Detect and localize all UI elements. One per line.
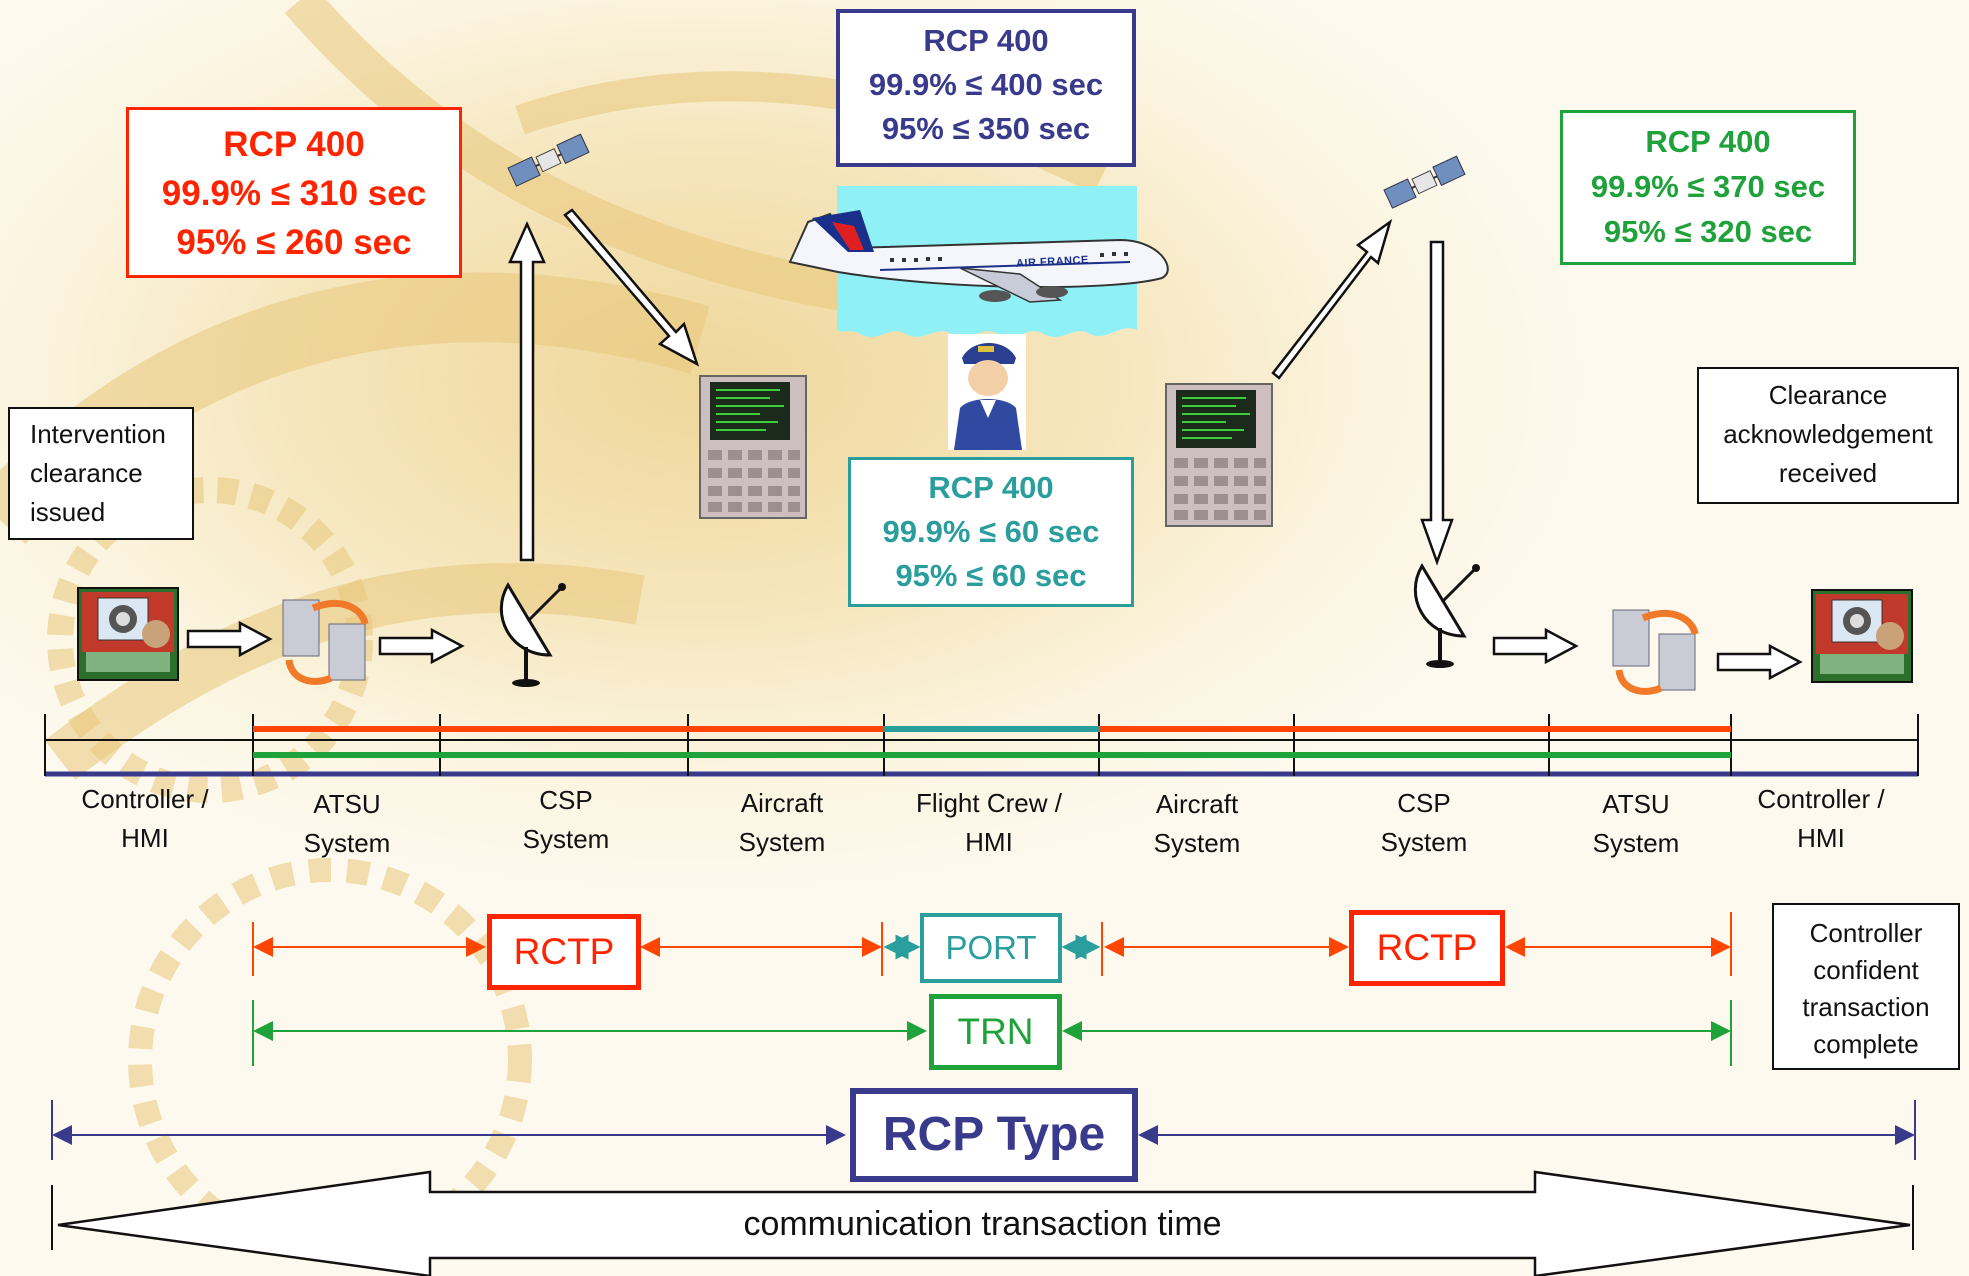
uplink-down-arrow bbox=[563, 208, 700, 367]
note-ack-line2: acknowledgement bbox=[1723, 419, 1933, 449]
note-complete-line1: Controller bbox=[1809, 918, 1923, 948]
timeline-label-controller-hmi-left: Controller /HMI bbox=[81, 784, 209, 853]
note-complete-line2: confident bbox=[1813, 955, 1919, 985]
rcp-trn-title: RCP 400 bbox=[1645, 124, 1771, 159]
pilot-icon bbox=[948, 334, 1026, 450]
note-acknowledgement-received: Clearance acknowledgement received bbox=[1697, 367, 1959, 504]
transaction-time-arrow bbox=[57, 1170, 1911, 1276]
rcp-trn-line2: 95% ≤ 320 sec bbox=[1603, 214, 1813, 249]
rcp-overall-line2: 95% ≤ 350 sec bbox=[881, 111, 1091, 146]
server-exchange-icon bbox=[282, 599, 369, 685]
note-start-line2: clearance bbox=[30, 458, 143, 488]
transaction-time-label: communication transaction time bbox=[743, 1205, 1222, 1243]
server-exchange-icon bbox=[1612, 609, 1699, 695]
rcp-trn-line1: 99.9% ≤ 370 sec bbox=[1590, 169, 1826, 204]
satellite-icon bbox=[507, 133, 590, 187]
rcp-overall-line1: 99.9% ≤ 400 sec bbox=[868, 67, 1104, 102]
rcp-port-line2: 95% ≤ 60 sec bbox=[895, 558, 1087, 593]
rcp-box-rctp-uplink: RCP 400 99.9% ≤ 310 sec 95% ≤ 260 sec bbox=[126, 107, 462, 278]
timeline-label-flight-crew: Flight Crew /HMI bbox=[916, 788, 1062, 857]
controller-workstation-icon bbox=[77, 587, 179, 681]
rcp-rctp-line2: 95% ≤ 260 sec bbox=[176, 223, 412, 262]
flow-arrows bbox=[186, 621, 1802, 680]
note-clearance-issued: Intervention clearance issued bbox=[8, 407, 194, 540]
timeline bbox=[44, 714, 1919, 777]
rcp-box-trn: RCP 400 99.9% ≤ 370 sec 95% ≤ 320 sec bbox=[1560, 110, 1856, 265]
rcp-port-line1: 99.9% ≤ 60 sec bbox=[882, 514, 1100, 549]
segment-trn: TRN bbox=[929, 994, 1062, 1070]
dimension-lines bbox=[51, 912, 1916, 1250]
rcp-port-title: RCP 400 bbox=[928, 470, 1054, 505]
segment-port: PORT bbox=[920, 913, 1062, 983]
note-complete-line4: complete bbox=[1813, 1029, 1919, 1059]
note-ack-line3: received bbox=[1778, 458, 1878, 488]
segment-rctp-left: RCTP bbox=[487, 914, 641, 990]
airliner-icon bbox=[788, 186, 1169, 337]
segment-rctp-right: RCTP bbox=[1349, 910, 1505, 986]
note-complete-line3: transaction bbox=[1802, 992, 1930, 1022]
uplink-up-arrow bbox=[508, 220, 546, 562]
note-start-line1: Intervention bbox=[30, 419, 166, 449]
note-transaction-complete: Controller confident transaction complet… bbox=[1772, 903, 1960, 1070]
rcp-box-overall: RCP 400 99.9% ≤ 400 sec 95% ≤ 350 sec bbox=[836, 9, 1136, 167]
rcp-overall-title: RCP 400 bbox=[923, 23, 1049, 58]
segment-rcp-type: RCP Type bbox=[850, 1088, 1138, 1182]
satellite-icon bbox=[1383, 155, 1466, 209]
downlink-down-arrow bbox=[1420, 240, 1454, 566]
rcp-rctp-line1: 99.9% ≤ 310 sec bbox=[161, 174, 427, 213]
satellite-dish-icon bbox=[1413, 563, 1480, 668]
cdu-terminal-icon bbox=[699, 375, 807, 519]
timeline-label-controller-hmi-right: Controller /HMI bbox=[1757, 784, 1885, 853]
note-start-line3: issued bbox=[30, 497, 106, 527]
cdu-terminal-icon bbox=[1165, 383, 1273, 527]
downlink-up-arrow bbox=[1271, 218, 1393, 380]
controller-workstation-icon bbox=[1811, 589, 1913, 683]
rcp-rctp-title: RCP 400 bbox=[223, 125, 365, 164]
satellite-dish-icon bbox=[499, 582, 566, 687]
rcp-box-port: RCP 400 99.9% ≤ 60 sec 95% ≤ 60 sec bbox=[848, 457, 1134, 607]
note-ack-line1: Clearance bbox=[1768, 380, 1888, 410]
